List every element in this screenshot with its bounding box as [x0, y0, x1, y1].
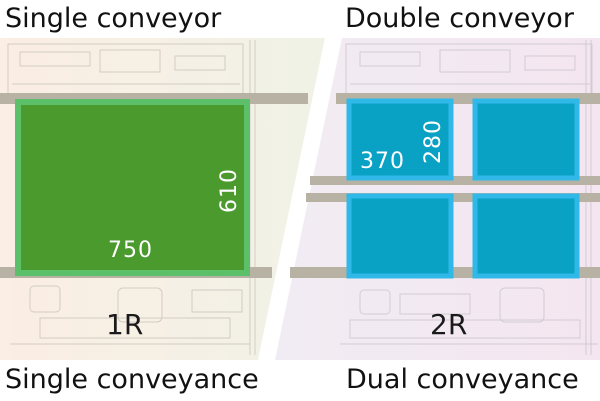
dual-board-bottom-left	[346, 193, 454, 279]
double-conveyor-title: Double conveyor	[345, 3, 574, 34]
dual-board-width-label: 370	[360, 149, 405, 174]
dual-board-top-right	[472, 98, 580, 181]
dual-mode-label: 2R	[430, 308, 468, 341]
single-board-width-label: 750	[108, 238, 153, 263]
single-board	[15, 99, 250, 276]
double-conveyor-panel: 370 280	[275, 38, 600, 360]
single-mode-label: 1R	[106, 308, 144, 341]
double-rail-2	[310, 176, 600, 185]
dual-board-bottom-right	[472, 193, 580, 279]
dual-board-depth-label: 280	[421, 119, 446, 164]
double-rail-1	[336, 93, 600, 104]
single-board-depth-label: 610	[217, 168, 242, 213]
single-conveyance-caption: Single conveyance	[5, 364, 259, 395]
dual-board-top-left	[346, 98, 454, 181]
panel-divider	[258, 38, 342, 360]
single-conveyor-title: Single conveyor	[5, 3, 222, 34]
double-machine-outline	[340, 40, 598, 355]
single-rail-top	[0, 93, 308, 104]
single-conveyor-panel: 750 610	[0, 38, 325, 360]
dual-conveyance-caption: Dual conveyance	[346, 364, 579, 395]
